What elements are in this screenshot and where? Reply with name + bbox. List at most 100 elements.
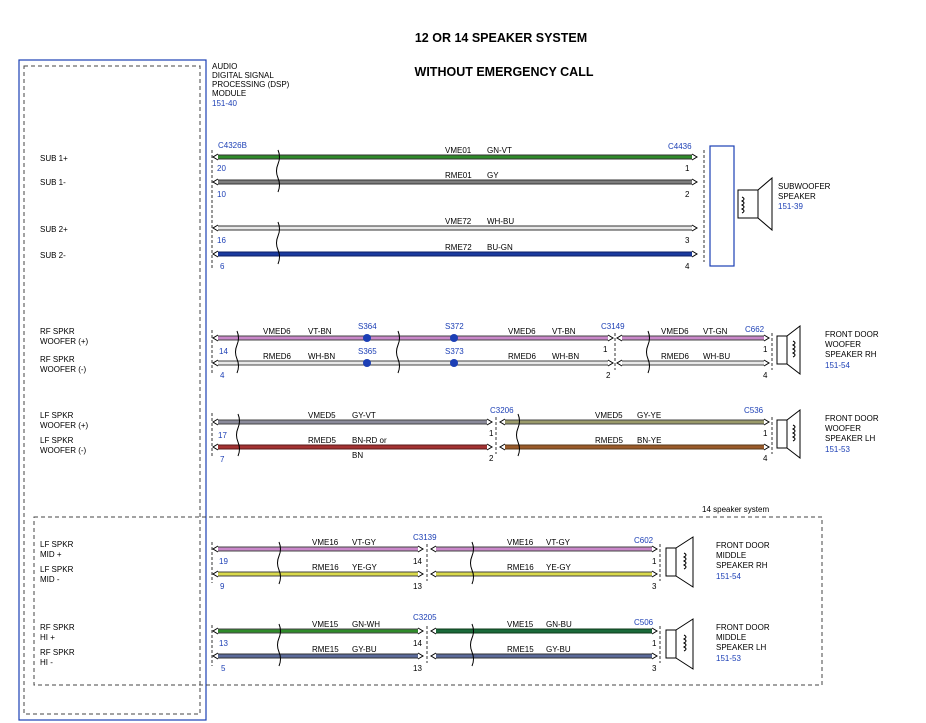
svg-text:VMED6: VMED6 <box>661 327 689 336</box>
svg-text:MODULE: MODULE <box>212 89 246 98</box>
svg-text:GN-WH: GN-WH <box>352 620 380 629</box>
svg-text:1: 1 <box>603 345 608 354</box>
svg-text:19: 19 <box>219 557 228 566</box>
splice-s372: S372 <box>445 322 464 331</box>
svg-text:YE-GY: YE-GY <box>352 563 378 572</box>
subwoofer-connector-body <box>709 145 735 267</box>
svg-text:5: 5 <box>221 664 226 673</box>
connector-c506: C506 <box>634 618 654 627</box>
subwoofer-label: SUBWOOFER SPEAKER 151-39 <box>778 182 831 211</box>
connector-c4436: C4436 <box>668 142 692 151</box>
fdm-lh-label: FRONT DOOR MIDDLE SPEAKER LH 151-53 <box>716 623 770 663</box>
svg-text:SUBWOOFER: SUBWOOFER <box>778 182 831 191</box>
svg-text:LF SPKR: LF SPKR <box>40 540 74 549</box>
splice-s365: S365 <box>358 347 377 356</box>
svg-text:9: 9 <box>220 582 225 591</box>
svg-text:VT-GY: VT-GY <box>352 538 377 547</box>
fdm-rh-label: FRONT DOOR MIDDLE SPEAKER RH 151-54 <box>716 541 770 581</box>
svg-text:AUDIO: AUDIO <box>212 62 237 71</box>
svg-text:20: 20 <box>217 164 226 173</box>
svg-text:FRONT DOOR: FRONT DOOR <box>716 541 770 550</box>
diagram-subtitle: WITHOUT EMERGENCY CALL <box>415 65 594 79</box>
svg-text:RMED6: RMED6 <box>661 352 690 361</box>
svg-text:RF SPKR: RF SPKR <box>40 327 75 336</box>
svg-text:VT-BN: VT-BN <box>308 327 332 336</box>
pin-label-sub1p: SUB 1+ <box>40 154 68 163</box>
svg-text:7: 7 <box>220 455 225 464</box>
fdw-lh-speaker-icon <box>776 408 801 460</box>
twist-marks-hi <box>277 623 474 667</box>
svg-text:PROCESSING (DSP): PROCESSING (DSP) <box>212 80 290 89</box>
module-pin-labels: SUB 1+ SUB 1- SUB 2+ SUB 2- RF SPKR WOOF… <box>40 154 89 667</box>
option-14-speaker-box <box>33 516 823 686</box>
svg-text:4: 4 <box>220 371 225 380</box>
svg-text:RME16: RME16 <box>312 563 339 572</box>
svg-text:VMED5: VMED5 <box>595 411 623 420</box>
svg-text:BN-YE: BN-YE <box>637 436 661 445</box>
connector-c536: C536 <box>744 406 764 415</box>
svg-text:SPEAKER LH: SPEAKER LH <box>716 643 766 652</box>
connector-c3206: C3206 <box>490 406 514 415</box>
svg-text:RME72: RME72 <box>445 243 472 252</box>
svg-text:VME72: VME72 <box>445 217 472 226</box>
splice-dots-rf <box>363 334 458 367</box>
svg-text:13: 13 <box>219 639 228 648</box>
svg-text:2: 2 <box>685 190 690 199</box>
svg-text:GY: GY <box>487 171 499 180</box>
svg-text:RMED6: RMED6 <box>508 352 537 361</box>
svg-text:RMED6: RMED6 <box>263 352 292 361</box>
svg-text:151-53: 151-53 <box>716 654 741 663</box>
svg-text:MIDDLE: MIDDLE <box>716 633 746 642</box>
connector-c3139: C3139 <box>413 533 437 542</box>
svg-text:WOOFER: WOOFER <box>825 340 861 349</box>
svg-text:14: 14 <box>413 639 422 648</box>
twist-mark-sub2 <box>276 221 280 265</box>
svg-text:16: 16 <box>217 236 226 245</box>
svg-text:2: 2 <box>606 371 611 380</box>
svg-text:BU-GN: BU-GN <box>487 243 513 252</box>
svg-text:151-39: 151-39 <box>778 202 803 211</box>
svg-text:WOOFER (-): WOOFER (-) <box>40 365 87 374</box>
svg-text:FRONT DOOR: FRONT DOOR <box>825 414 879 423</box>
svg-text:151-40: 151-40 <box>212 99 237 108</box>
svg-text:6: 6 <box>220 262 225 271</box>
svg-text:WOOFER (+): WOOFER (+) <box>40 421 89 430</box>
svg-text:MID +: MID + <box>40 550 62 559</box>
svg-text:2: 2 <box>489 454 494 463</box>
svg-text:14: 14 <box>413 557 422 566</box>
fdw-rh-label: FRONT DOOR WOOFER SPEAKER RH 151-54 <box>825 330 879 370</box>
connector-c602: C602 <box>634 536 654 545</box>
svg-text:WH-BN: WH-BN <box>308 352 335 361</box>
svg-text:BN: BN <box>352 451 363 460</box>
svg-text:SPEAKER LH: SPEAKER LH <box>825 434 875 443</box>
svg-text:RF SPKR: RF SPKR <box>40 648 75 657</box>
svg-text:LF SPKR: LF SPKR <box>40 411 74 420</box>
fdm-lh-speaker-icon <box>665 618 694 670</box>
svg-text:1: 1 <box>489 429 494 438</box>
arrows-hi <box>212 627 658 660</box>
splice-s373: S373 <box>445 347 464 356</box>
diagram-title: 12 OR 14 SPEAKER SYSTEM <box>415 31 587 45</box>
svg-text:10: 10 <box>217 190 226 199</box>
svg-text:BN-RD or: BN-RD or <box>352 436 387 445</box>
svg-text:VME15: VME15 <box>312 620 339 629</box>
svg-text:17: 17 <box>218 431 227 440</box>
twist-marks-mid <box>277 541 474 585</box>
pin-label-sub1n: SUB 1- <box>40 178 66 187</box>
module-arrows-sub <box>212 153 698 258</box>
svg-text:WOOFER (-): WOOFER (-) <box>40 446 87 455</box>
svg-text:RF SPKR: RF SPKR <box>40 355 75 364</box>
svg-text:RME01: RME01 <box>445 171 472 180</box>
svg-text:VME01: VME01 <box>445 146 472 155</box>
svg-text:SPEAKER: SPEAKER <box>778 192 816 201</box>
twist-marks-lf <box>236 413 520 457</box>
svg-text:RF SPKR: RF SPKR <box>40 623 75 632</box>
svg-text:RME15: RME15 <box>507 645 534 654</box>
svg-text:SPEAKER RH: SPEAKER RH <box>825 350 877 359</box>
arrows-mid <box>212 545 658 578</box>
svg-text:RME15: RME15 <box>312 645 339 654</box>
svg-text:WH-BU: WH-BU <box>487 217 514 226</box>
svg-text:13: 13 <box>413 664 422 673</box>
svg-text:1: 1 <box>763 429 768 438</box>
svg-text:VME15: VME15 <box>507 620 534 629</box>
